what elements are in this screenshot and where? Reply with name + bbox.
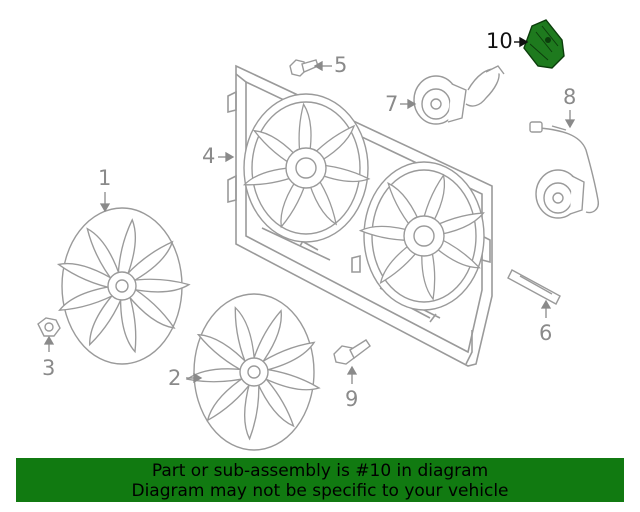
- bolt-9: [333, 339, 371, 365]
- leader-lines: [43, 60, 576, 384]
- shroud-fan-left: [243, 93, 370, 243]
- fan-1: [57, 207, 190, 365]
- leader-line-10: [514, 36, 529, 48]
- callout-8: 8: [563, 85, 577, 109]
- callout-6: 6: [539, 321, 553, 345]
- callout-9: 9: [345, 387, 359, 411]
- banner-line-2: Diagram may not be specific to your vehi…: [131, 481, 509, 501]
- callout-4: 4: [202, 144, 216, 168]
- info-banner: Part or sub-assembly is #10 in diagram D…: [16, 458, 624, 502]
- fan-2: [186, 293, 320, 451]
- bolt-5: [289, 59, 319, 77]
- banner-line-1: Part or sub-assembly is #10 in diagram: [151, 461, 489, 481]
- motor-8: [529, 121, 600, 219]
- callout-5: 5: [334, 53, 348, 77]
- callout-7: 7: [385, 92, 399, 116]
- shroud-fan-right: [359, 161, 485, 311]
- callout-10: 10: [486, 29, 513, 53]
- callout-3: 3: [42, 356, 56, 380]
- nut-3: [37, 317, 61, 337]
- callout-2: 2: [168, 366, 182, 390]
- motor-7: [413, 65, 505, 125]
- fan-controller-module-icon: [523, 19, 565, 69]
- callout-1: 1: [98, 166, 112, 190]
- bracket-6: [507, 269, 561, 305]
